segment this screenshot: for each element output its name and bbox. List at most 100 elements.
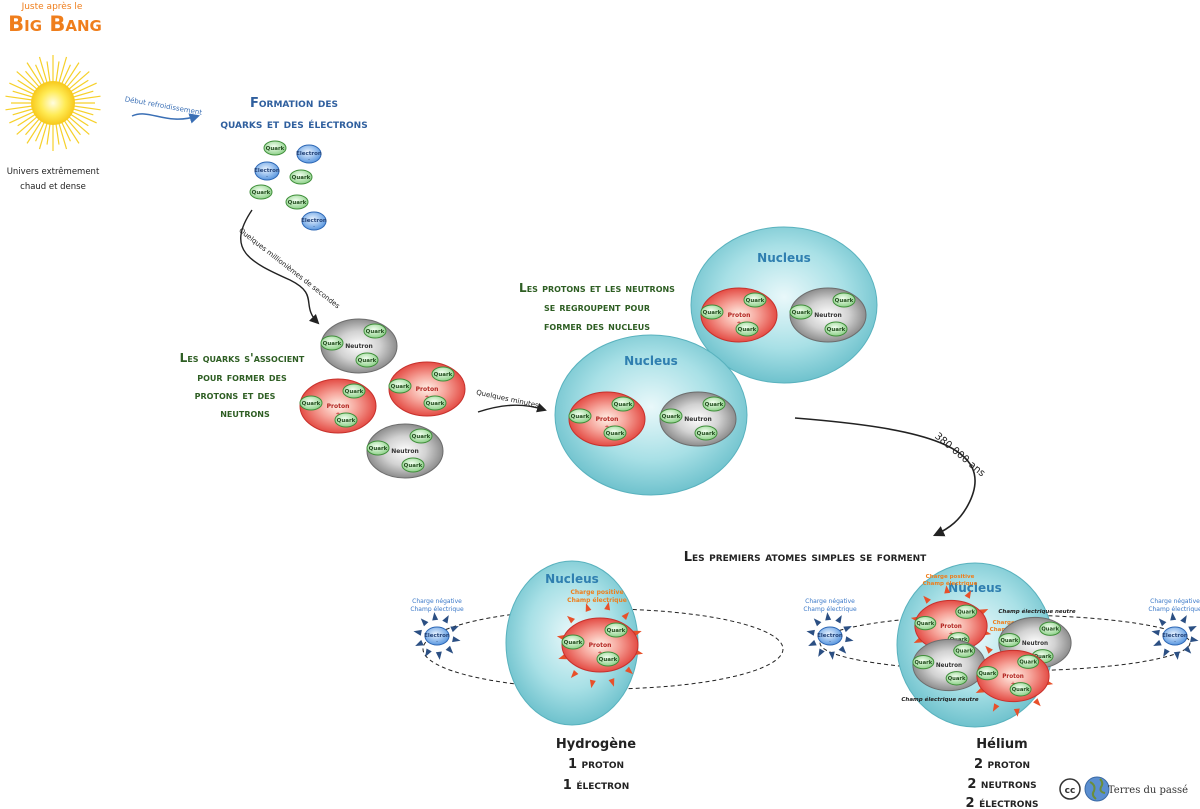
quark-label: Quark: [1019, 660, 1037, 666]
field-arrow-icon: [425, 648, 432, 657]
electric-field-label: Champ électrique: [1148, 606, 1200, 613]
quark: Quark: [955, 604, 978, 619]
quark-label: Quark: [345, 389, 364, 395]
quark-label: Quark: [835, 298, 854, 304]
quark-label: Quark: [252, 190, 271, 196]
quark: Quark: [998, 633, 1021, 648]
field-arrow-icon: [452, 636, 461, 643]
field-arrow-icon: [808, 639, 817, 646]
main-title: Big Bang: [8, 12, 102, 36]
quark: Quark: [789, 304, 813, 320]
helium-neutrons: 2 neutrons: [967, 777, 1036, 792]
quark-label: Quark: [606, 431, 625, 437]
electron-sign: -: [829, 639, 831, 645]
quark: Quark: [342, 383, 366, 399]
proton-label: Proton: [940, 624, 962, 630]
electron-sign: -: [1174, 639, 1176, 645]
sun-icon: [5, 55, 101, 151]
neutron-label: Neutron: [1022, 641, 1048, 647]
field-arrow-icon: [813, 618, 822, 627]
field-arrow-icon: [1033, 698, 1041, 707]
proton-label: Proton: [327, 403, 350, 410]
quark: Quark: [388, 378, 412, 394]
electron-sign: -: [266, 174, 268, 180]
quark: Quark: [320, 335, 344, 351]
electric-field-label: Champ électrique: [923, 580, 978, 587]
neutral-field-label: Champ électrique neutre: [998, 608, 1075, 615]
hydrogen-name: Hydrogène: [556, 737, 636, 752]
quark: Quark: [568, 408, 592, 424]
quark-label: Quark: [703, 310, 722, 316]
field-arrow-icon: [585, 603, 592, 612]
field-arrow-icon: [450, 626, 459, 633]
quark-label: Quark: [302, 401, 321, 407]
nucleus: NucleusProton+QuarkQuarkQuarkNeutronQuar…: [690, 226, 878, 384]
neutral-field-label: Champ électrique neutre: [901, 696, 978, 703]
proton-sign: +: [604, 424, 609, 431]
quark-label: Quark: [957, 610, 975, 616]
field-arrow-icon: [985, 645, 993, 654]
field-arrow-icon: [828, 651, 835, 660]
quark: Quark: [702, 396, 726, 412]
quark: Quark: [914, 616, 937, 631]
field-arrow-icon: [843, 626, 852, 633]
quark: Quark: [1017, 654, 1040, 669]
field-arrow-icon: [1170, 612, 1177, 621]
quark: Quark: [363, 323, 387, 339]
quark-label: Quark: [1012, 687, 1030, 693]
cooling-arrow: [131, 113, 201, 124]
quark: Quark: [700, 304, 724, 320]
nucleus-label: Nucleus: [624, 354, 678, 368]
minutes-label: Quelques minutes: [475, 389, 539, 410]
quark: Quark: [953, 643, 976, 658]
negative-charge-label: Charge négative: [412, 598, 462, 605]
cc-icon: [1059, 778, 1081, 800]
field-arrow-icon: [944, 585, 951, 594]
quark-label: Quark: [697, 431, 716, 437]
electron-label: Electron: [424, 633, 450, 639]
field-arrow-icon: [1153, 639, 1162, 646]
field-arrow-icon: [806, 629, 815, 636]
quark: Quark: [694, 425, 718, 441]
quark-label: Quark: [614, 402, 633, 408]
negative-charge-label: Charge négative: [1150, 598, 1200, 605]
quark: Quark: [355, 352, 379, 368]
quark: Quark: [299, 395, 323, 411]
nucleus-label: Nucleus: [757, 251, 811, 265]
quark-label: Quark: [955, 649, 973, 655]
field-arrow-icon: [567, 615, 576, 624]
quark: Quark: [659, 408, 683, 424]
quark: Quark: [423, 395, 447, 411]
field-arrow-icon: [608, 678, 615, 687]
neutron-label: Neutron: [814, 312, 842, 319]
field-arrow-icon: [621, 612, 630, 621]
electron: Electron-: [817, 626, 843, 646]
field-arrow-icon: [1183, 645, 1192, 654]
field-arrow-icon: [964, 590, 972, 599]
quark: Quark: [604, 622, 628, 638]
hydrogen-electrons: 1 électron: [563, 778, 629, 793]
step-hadrons-line4: neutrons: [220, 406, 270, 420]
quark-label: Quark: [404, 463, 423, 469]
quark: Quark: [976, 666, 999, 681]
credit-badge[interactable]: cc Terres du passé: [1059, 776, 1188, 802]
quark-label: Quark: [792, 310, 811, 316]
electron-label: Electron: [254, 168, 280, 174]
field-arrow-icon: [838, 645, 847, 654]
electron-label: Electron: [296, 151, 322, 157]
quark-label: Quark: [916, 621, 934, 627]
positive-charge-label: Charge positive: [570, 589, 623, 596]
field-arrow-icon: [1151, 629, 1160, 636]
helium-protons: 2 proton: [974, 757, 1030, 772]
quark: Quark: [603, 425, 627, 441]
neutron-label: Neutron: [936, 663, 962, 669]
field-arrow-icon: [604, 601, 611, 611]
